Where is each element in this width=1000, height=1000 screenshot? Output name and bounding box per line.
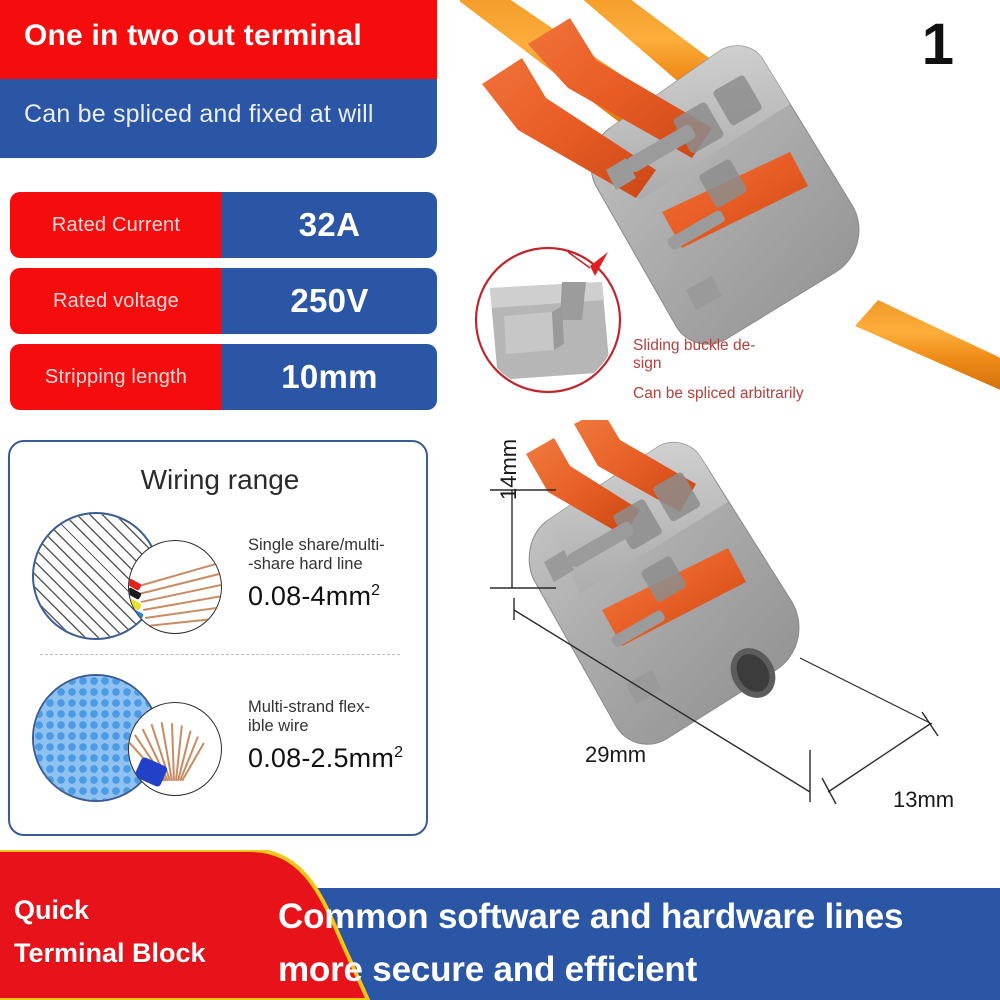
wiring-range-title: Wiring range <box>140 464 300 495</box>
wiring-desc-line2: -share hard line <box>248 555 363 573</box>
wiring-range-panel: Wiring range Single share/multi- -share … <box>8 440 428 836</box>
wiring-value-text: 0.08-2.5mm <box>248 743 395 773</box>
tagline-line2: more secure and efficient <box>278 950 698 989</box>
brand-label: Quick Terminal Block <box>14 889 254 975</box>
product-photo-dimensions <box>470 410 1000 840</box>
dimension-length: 29mm <box>585 742 647 767</box>
dimension-width: 13mm <box>893 787 955 812</box>
spec-label: Rated Current <box>51 213 181 236</box>
wiring-value: 0.08-4mm2 <box>248 581 428 612</box>
spec-value-cell: 250V <box>222 268 437 334</box>
panel-divider <box>40 654 400 655</box>
spec-row: Rated voltage 250V <box>10 268 437 334</box>
wiring-value-sup: 2 <box>371 582 381 599</box>
wiring-value-text: 0.08-4mm <box>248 581 372 611</box>
header-subtitle: Can be spliced and fixed at will <box>24 100 374 128</box>
spec-value: 10mm <box>281 358 378 395</box>
dimension-height: 14mm <box>496 438 521 500</box>
header-red-bar <box>0 0 437 79</box>
hard-line-strands-icon <box>128 540 222 634</box>
header-blue-bar <box>0 79 437 158</box>
spec-label-cell: Rated Current <box>10 192 222 258</box>
callout-line2: sign <box>633 355 662 372</box>
wiring-desc-line1: Single share/multi- <box>248 536 385 554</box>
spec-label-cell: Rated voltage <box>10 268 222 334</box>
spec-label: Stripping length <box>44 365 188 388</box>
wiring-row-label: Single share/multi- -share hard line 0.0… <box>248 536 428 612</box>
wiring-desc-line2: ible wire <box>248 717 309 735</box>
wiring-value: 0.08-2.5mm2 <box>248 743 428 774</box>
callout-line1: Sliding buckle de- <box>633 337 756 354</box>
brand-line2: Terminal Block <box>14 938 206 968</box>
spec-row: Stripping length 10mm <box>10 344 437 410</box>
wiring-desc-line1: Multi-strand flex- <box>248 698 370 716</box>
spec-value: 250V <box>290 282 369 319</box>
product-photo-main <box>457 0 1000 420</box>
brand-line1: Quick <box>14 895 90 925</box>
header-title: One in two out terminal <box>24 19 362 52</box>
callout-sliding-buckle: Sliding buckle de- sign <box>633 337 755 373</box>
spec-row: Rated Current 32A <box>10 192 437 258</box>
spec-label: Rated voltage <box>52 289 180 312</box>
bottom-banner-blue <box>250 888 1000 1000</box>
wiring-row-label: Multi-strand flex- ible wire 0.08-2.5mm2 <box>248 698 428 774</box>
spec-value: 32A <box>298 206 361 243</box>
header-banner <box>0 0 437 158</box>
page-number: 1 <box>921 12 954 77</box>
flexible-strand-brush-icon <box>128 702 222 796</box>
dotted-cross-section-icon <box>32 674 160 802</box>
spec-label-cell: Stripping length <box>10 344 222 410</box>
tagline: Common software and hardware lines more … <box>278 890 993 996</box>
spec-value-cell: 10mm <box>222 344 437 410</box>
wiring-value-sup: 2 <box>394 744 404 761</box>
tagline-line1: Common software and hardware lines <box>278 897 904 936</box>
callout-spliced-arbitrarily: Can be spliced arbitrarily <box>633 385 804 402</box>
bottom-banner-red <box>0 850 400 1000</box>
spec-value-cell: 32A <box>222 192 437 258</box>
